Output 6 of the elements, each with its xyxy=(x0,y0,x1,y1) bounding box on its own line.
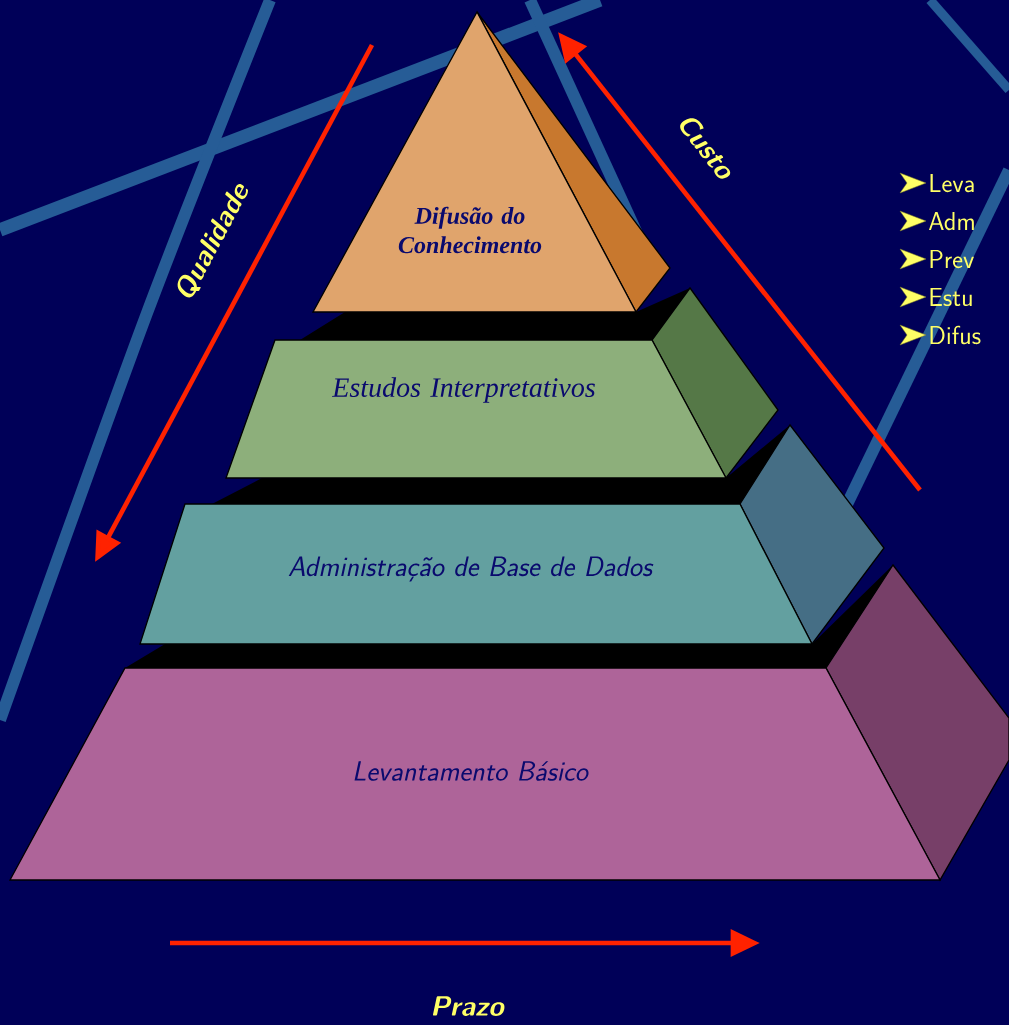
list-item: Difus xyxy=(930,325,981,345)
list-item: Adm xyxy=(928,211,974,231)
list-item: Leva xyxy=(930,173,974,193)
list-item: Prev xyxy=(930,249,974,269)
list-item: Estu xyxy=(930,287,972,307)
axis-label: Prazo xyxy=(433,996,505,1016)
